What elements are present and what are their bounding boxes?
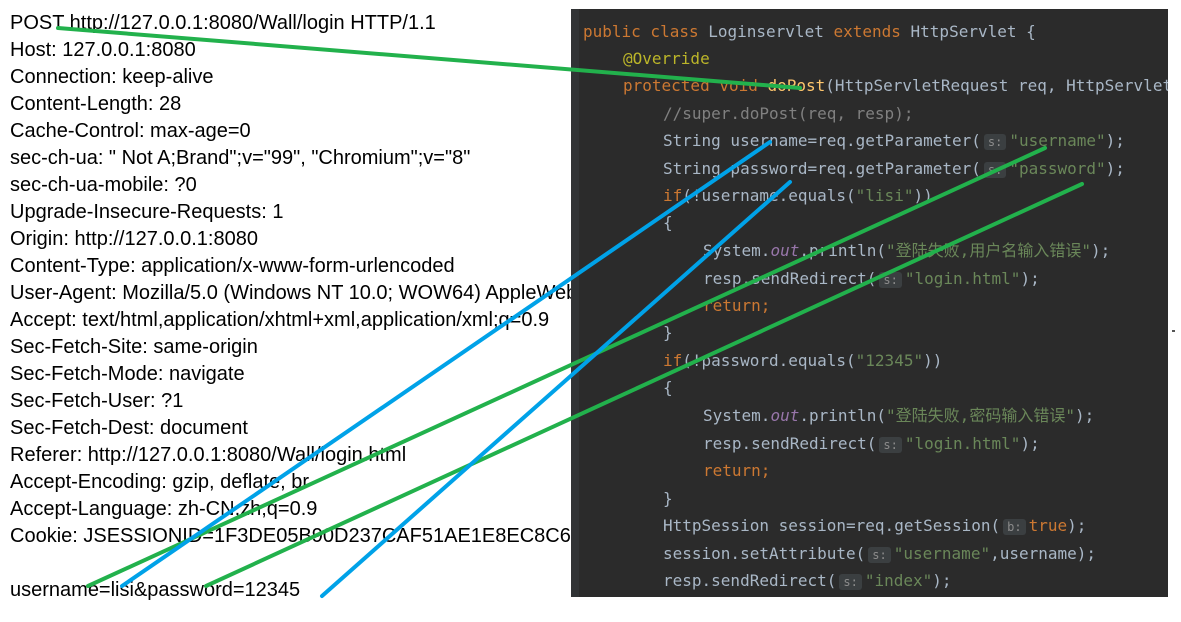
- code-line-password: String password=req.getParameter(s:"pass…: [663, 159, 1125, 178]
- code-line-class: public class Loginservlet extends HttpSe…: [583, 22, 1036, 41]
- header-sec-fetch-site: Sec-Fetch-Site: same-origin: [10, 336, 258, 358]
- header-sec-fetch-mode: Sec-Fetch-Mode: navigate: [10, 363, 245, 385]
- code-line-if-username: if(!username.equals("lisi")): [663, 186, 933, 205]
- code-line-if-password: if(!password.equals("12345")): [663, 351, 943, 370]
- editor-gutter: [571, 9, 579, 597]
- header-sec-fetch-dest: Sec-Fetch-Dest: document: [10, 417, 248, 439]
- header-upgrade-insecure: Upgrade-Insecure-Requests: 1: [10, 201, 284, 223]
- code-line-brace-close: }: [663, 489, 673, 508]
- param-hint: s:: [983, 133, 1007, 150]
- code-line-println-user: System.out.println("登陆失败,用户名输入错误");: [703, 241, 1111, 260]
- code-line-username: String username=req.getParameter(s:"user…: [663, 131, 1125, 150]
- header-user-agent: User-Agent: Mozilla/5.0 (Windows NT 10.0…: [10, 282, 600, 304]
- header-sec-ch-ua: sec-ch-ua: " Not A;Brand";v="99", "Chrom…: [10, 147, 471, 169]
- header-connection: Connection: keep-alive: [10, 66, 214, 88]
- header-accept: Accept: text/html,application/xhtml+xml,…: [10, 309, 550, 331]
- param-hint: s:: [839, 573, 862, 590]
- code-line-set-attribute: session.setAttribute(s:"username",userna…: [663, 544, 1097, 563]
- header-accept-encoding: Accept-Encoding: gzip, deflate, br: [10, 471, 310, 493]
- code-line-redirect-login-2: resp.sendRedirect(s:"login.html");: [703, 434, 1040, 453]
- header-sec-ch-ua-mobile: sec-ch-ua-mobile: ?0: [10, 174, 197, 196]
- header-host: Host: 127.0.0.1:8080: [10, 39, 196, 61]
- code-line-redirect-login-1: resp.sendRedirect(s:"login.html");: [703, 269, 1040, 288]
- scroll-marker: [1172, 330, 1175, 332]
- header-cache-control: Cache-Control: max-age=0: [10, 120, 251, 142]
- request-line: POST http://127.0.0.1:8080/Wall/login HT…: [10, 12, 436, 34]
- code-line-comment: //super.doPost(req, resp);: [663, 104, 914, 123]
- code-line-return-2: return;: [703, 461, 771, 480]
- header-content-length: Content-Length: 28: [10, 93, 182, 115]
- bottom-margin: [571, 597, 1181, 622]
- header-accept-language: Accept-Language: zh-CN,zh;q=0.9: [10, 498, 318, 520]
- class-name: Loginservlet: [708, 22, 824, 41]
- header-referer: Referer: http://127.0.0.1:8080/Wall/logi…: [10, 444, 407, 466]
- param-hint: s:: [868, 546, 891, 563]
- header-origin: Origin: http://127.0.0.1:8080: [10, 228, 258, 250]
- code-line-return-1: return;: [703, 296, 771, 315]
- code-line-brace-open: {: [663, 213, 673, 232]
- request-body: username=lisi&password=12345: [10, 579, 301, 601]
- code-line-println-pass: System.out.println("登陆失败,密码输入错误");: [703, 406, 1095, 425]
- code-line-brace-open: {: [663, 378, 673, 397]
- header-sec-fetch-user: Sec-Fetch-User: ?1: [10, 390, 184, 412]
- code-line-redirect-index: resp.sendRedirect(s:"index");: [663, 571, 952, 590]
- right-margin: [1168, 9, 1181, 597]
- http-request-panel: POST http://127.0.0.1:8080/Wall/login HT…: [10, 12, 600, 601]
- code-line-override: @Override: [623, 49, 710, 68]
- param-hint: s:: [879, 271, 902, 288]
- param-hint: b:: [1003, 518, 1026, 535]
- header-cookie: Cookie: JSESSIONID=1F3DE05B90D237CAF51AE…: [10, 525, 571, 547]
- code-line-brace-close: }: [663, 323, 673, 342]
- code-line-session: HttpSession session=req.getSession(b:tru…: [663, 516, 1087, 535]
- param-hint: s:: [879, 436, 902, 453]
- header-content-type: Content-Type: application/x-www-form-url…: [10, 255, 455, 277]
- param-hint: s:: [983, 161, 1007, 178]
- code-editor[interactable]: public class Loginservlet extends HttpSe…: [571, 9, 1168, 597]
- code-line-dopost: protected void doPost(HttpServletRequest…: [623, 76, 1168, 95]
